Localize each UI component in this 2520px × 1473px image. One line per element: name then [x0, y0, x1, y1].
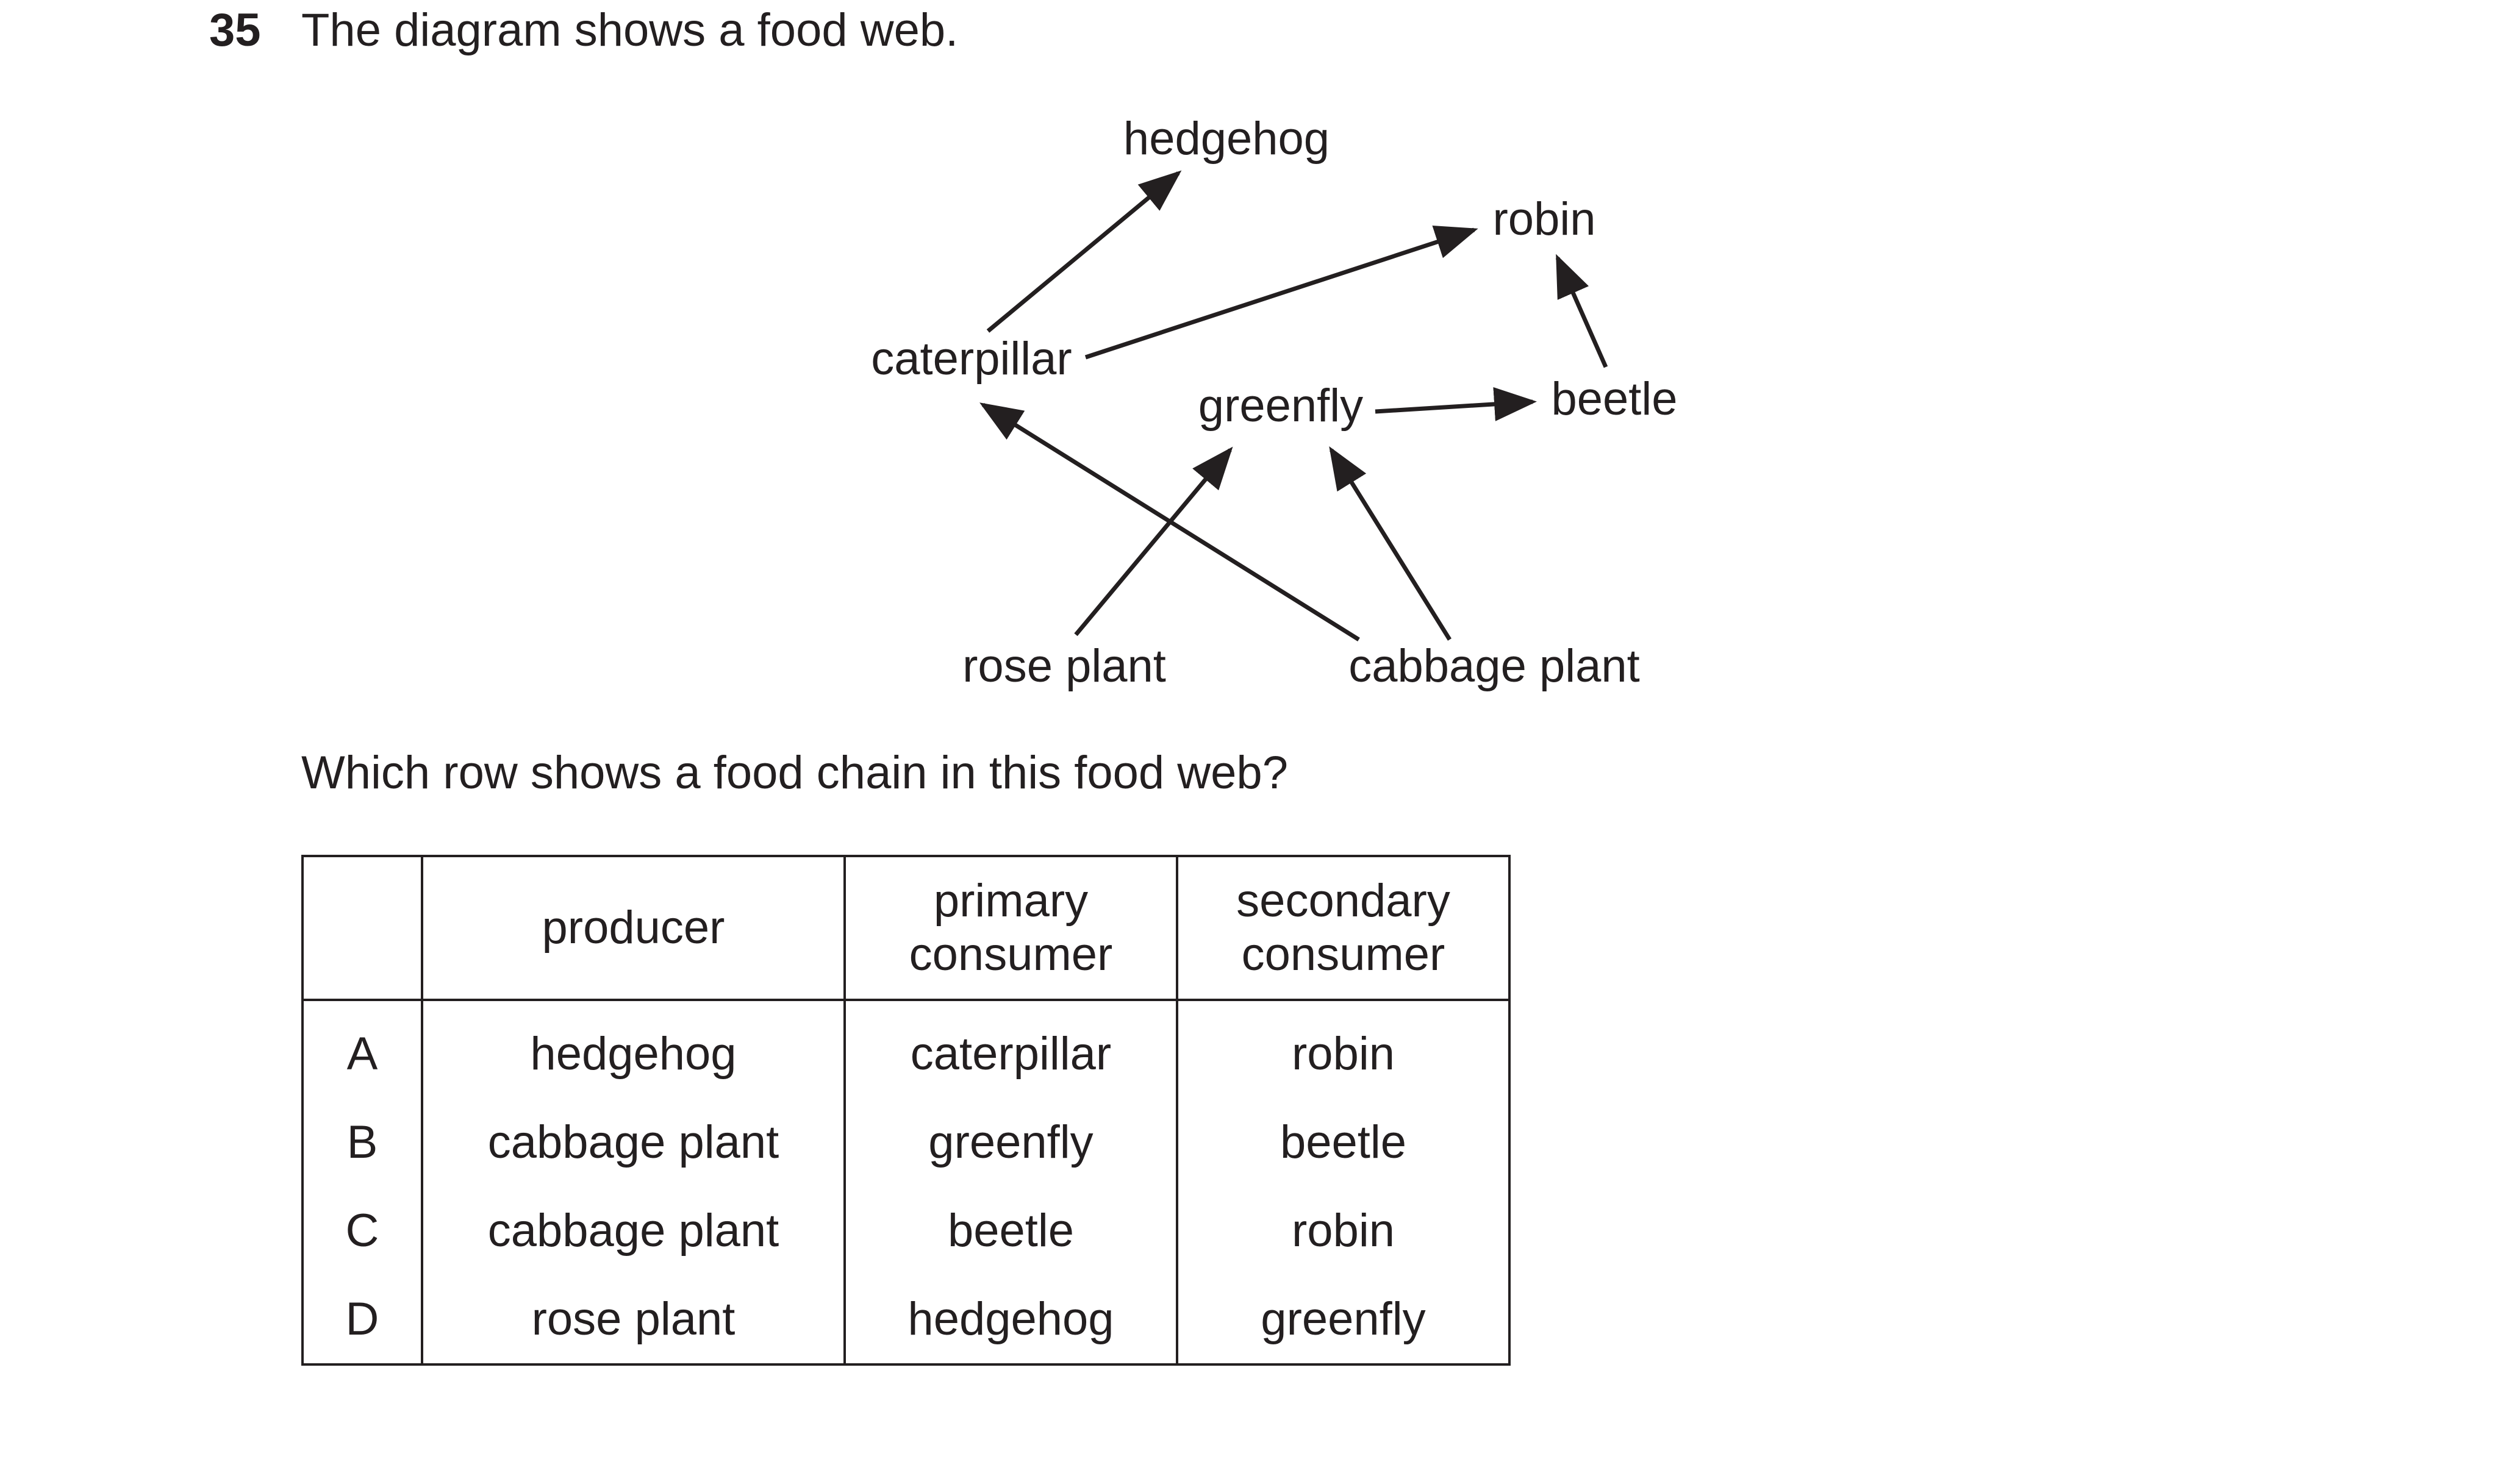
cell-primary-consumer: greenfly	[843, 1098, 1178, 1186]
row-letter: D	[301, 1275, 423, 1366]
question-prompt: Which row shows a food chain in this foo…	[301, 747, 1288, 799]
header-primary-consumer: primary consumer	[843, 855, 1178, 1001]
cell-secondary-consumer: greenfly	[1176, 1275, 1511, 1366]
node-caterpillar: caterpillar	[871, 333, 1072, 385]
arrow-caterpillar-to-robin	[1084, 226, 1478, 360]
arrow-cabbage-plant-to-caterpillar	[979, 402, 1360, 641]
cell-primary-consumer: beetle	[843, 1186, 1178, 1275]
arrow-beetle-to-robin	[1555, 254, 1608, 368]
answer-table: producer primary consumer secondary cons…	[301, 855, 1511, 1366]
header-secondary-consumer: secondary consumer	[1176, 855, 1511, 1001]
arrow-rose-plant-to-greenfly	[1074, 446, 1233, 637]
cell-producer: cabbage plant	[421, 1186, 846, 1275]
food-web-arrows	[979, 170, 1608, 641]
cell-producer: hedgehog	[421, 1000, 846, 1098]
header-producer: producer	[421, 855, 846, 1001]
header-primary-line1: primary	[933, 875, 1089, 927]
cell-producer: cabbage plant	[421, 1098, 846, 1186]
food-web-diagram: hedgehog robin caterpillar greenfly beet…	[0, 0, 2520, 732]
node-beetle: beetle	[1551, 373, 1678, 425]
header-secondary-line1: secondary	[1236, 875, 1450, 927]
row-letter: A	[301, 1000, 423, 1098]
header-secondary-line2: consumer	[1241, 929, 1445, 980]
arrow-cabbage-plant-to-greenfly	[1329, 446, 1452, 641]
question-stem: The diagram shows a food web.	[301, 4, 959, 56]
cell-secondary-consumer: beetle	[1176, 1098, 1511, 1186]
header-primary-line2: consumer	[909, 929, 1113, 980]
node-robin: robin	[1492, 193, 1596, 245]
table-row[interactable]: A hedgehog caterpillar robin	[301, 1000, 1511, 1098]
node-cabbage-plant: cabbage plant	[1348, 640, 1640, 692]
arrow-caterpillar-to-hedgehog	[986, 170, 1182, 333]
table-row[interactable]: D rose plant hedgehog greenfly	[301, 1275, 1511, 1366]
node-hedgehog: hedgehog	[1123, 113, 1330, 165]
table-row[interactable]: B cabbage plant greenfly beetle	[301, 1098, 1511, 1186]
cell-primary-consumer: hedgehog	[843, 1275, 1178, 1366]
cell-secondary-consumer: robin	[1176, 1186, 1511, 1275]
row-letter: C	[301, 1186, 423, 1275]
cell-primary-consumer: caterpillar	[843, 1000, 1178, 1098]
table-row[interactable]: C cabbage plant beetle robin	[301, 1186, 1511, 1275]
question-number: 35	[209, 4, 261, 56]
node-greenfly: greenfly	[1198, 380, 1364, 432]
cell-producer: rose plant	[421, 1275, 846, 1366]
cell-secondary-consumer: robin	[1176, 1000, 1511, 1098]
row-letter: B	[301, 1098, 423, 1186]
header-letter	[301, 855, 423, 1001]
arrow-greenfly-to-beetle	[1375, 387, 1537, 421]
node-rose-plant: rose plant	[962, 640, 1166, 692]
table-header-row: producer primary consumer secondary cons…	[301, 855, 1511, 1001]
